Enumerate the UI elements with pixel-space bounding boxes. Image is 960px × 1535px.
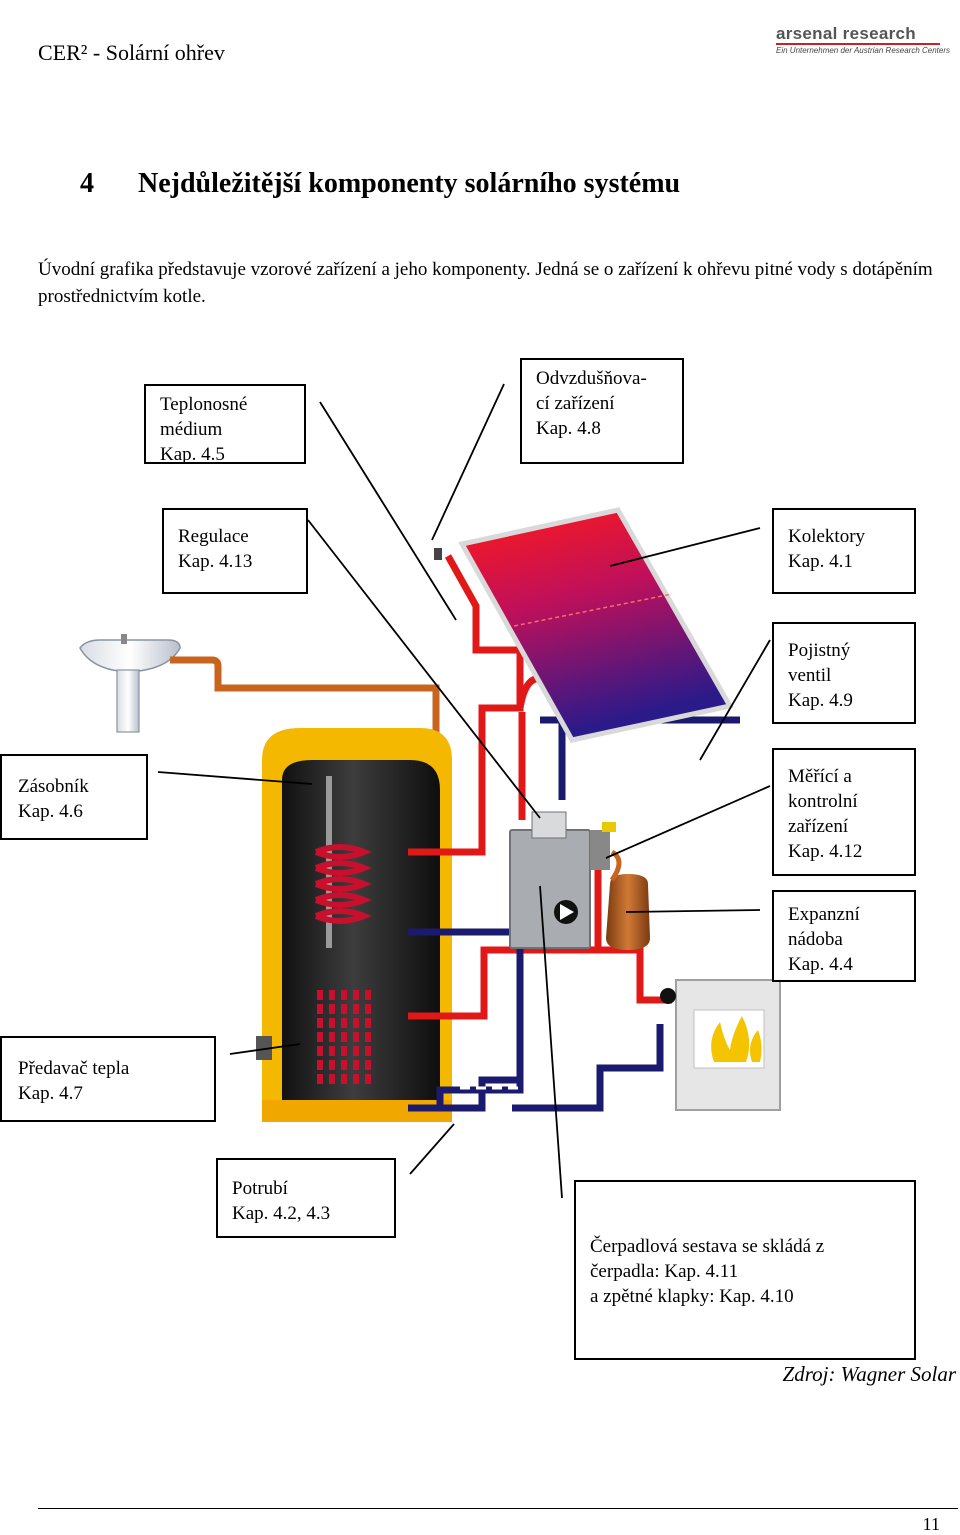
- label-pojistny-ventil: Pojistný ventil Kap. 4.9: [772, 622, 916, 724]
- label-teplonosne-medium: Teplonosné médium Kap. 4.5: [144, 384, 306, 464]
- label-regulace: Regulace Kap. 4.13: [162, 508, 308, 594]
- safety-valve-icon: [590, 822, 616, 870]
- label-kolektory: Kolektory Kap. 4.1: [772, 508, 916, 594]
- label-odvzdusnovaci-zarizeni: Odvzdušňova- cí zařízení Kap. 4.8: [520, 358, 684, 464]
- storage-tank-icon: [256, 728, 452, 1122]
- label-merici-zarizeni: Měřící a kontrolní zařízení Kap. 4.12: [772, 748, 916, 876]
- page-number: 11: [922, 1514, 940, 1534]
- footer-rule: [38, 1508, 958, 1509]
- pump-station-icon: [509, 811, 591, 949]
- logo-subtitle: Ein Unternehmen der Austrian Research Ce…: [776, 46, 951, 55]
- logo-bar: [776, 43, 940, 45]
- logo-brand: arsenal research: [776, 24, 916, 43]
- solar-collector-icon: [458, 507, 734, 743]
- running-header: CER² - Solární ohřev: [38, 40, 225, 65]
- source-credit: Zdroj: Wagner Solar: [782, 1362, 956, 1386]
- label-predavac-tepla: Předavač tepla Kap. 4.7: [0, 1036, 216, 1122]
- label-zasobnik: Zásobník Kap. 4.6: [0, 754, 148, 840]
- chapter-number: 4: [80, 168, 94, 199]
- expansion-vessel-icon: [606, 849, 650, 950]
- intro-paragraph: Úvodní grafika představuje vzorové zaříz…: [38, 259, 933, 307]
- label-potrubi: Potrubí Kap. 4.2, 4.3: [216, 1158, 396, 1238]
- arsenal-research-logo: arsenal research Ein Unternehmen der Aus…: [772, 24, 950, 62]
- sink-icon: [79, 634, 181, 733]
- label-cerpadlova-sestava: Čerpadlová sestava se skládá z čerpadla:…: [574, 1180, 916, 1360]
- boiler-icon: [660, 979, 781, 1111]
- label-expanzni-nadoba: Expanzní nádoba Kap. 4.4: [772, 890, 916, 982]
- chapter-title: Nejdůležitější komponenty solárního syst…: [138, 168, 681, 199]
